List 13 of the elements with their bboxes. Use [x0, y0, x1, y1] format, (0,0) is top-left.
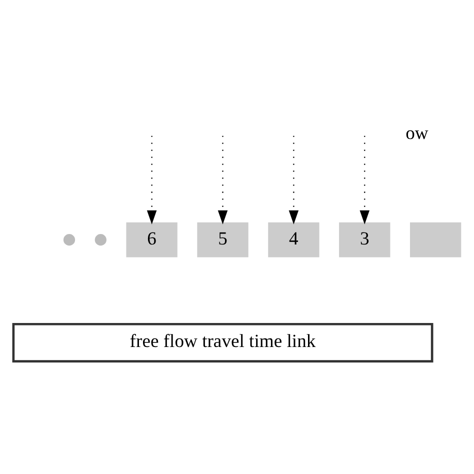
arrow — [288, 135, 299, 224]
node-circle — [63, 234, 76, 246]
node-box — [410, 222, 462, 257]
arrow — [218, 135, 228, 224]
node-box: 6 — [126, 222, 178, 257]
node-box: 3 — [339, 222, 390, 257]
node-circle — [94, 234, 106, 246]
node-box: free flow travel time link — [12, 322, 434, 362]
arrow — [146, 135, 157, 224]
label: ow — [406, 122, 428, 144]
node-box: 5 — [197, 222, 248, 257]
arrow — [360, 135, 370, 224]
node-box: 4 — [268, 222, 320, 257]
